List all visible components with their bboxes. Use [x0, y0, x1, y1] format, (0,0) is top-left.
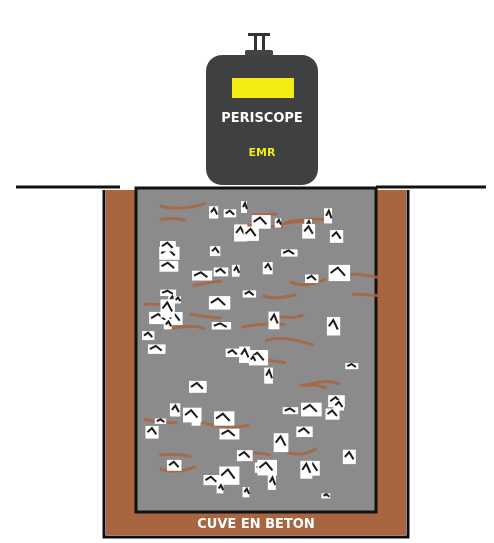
device-display	[232, 78, 294, 98]
tank-label: CUVE EN BETON	[197, 517, 314, 532]
device-model: EMR	[249, 146, 276, 159]
antenna-icon	[245, 33, 273, 56]
periscope-device: PERISCOPE EMR	[206, 33, 318, 185]
debris-streak	[251, 214, 278, 215]
device-brand: PERISCOPE	[221, 111, 303, 126]
concrete-tank: CUVE EN BETON	[104, 188, 408, 537]
